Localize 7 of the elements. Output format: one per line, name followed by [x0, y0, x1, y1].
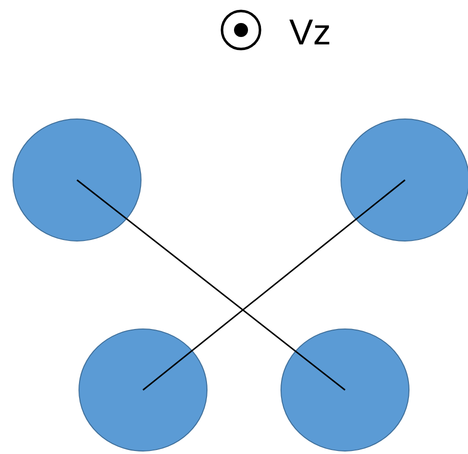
axis-label: Vz	[289, 20, 330, 44]
connector-line	[76, 179, 346, 391]
circle-shape	[12, 118, 142, 242]
circle-shape	[78, 328, 208, 452]
circle-shape	[340, 118, 468, 242]
circle-shape	[280, 328, 410, 452]
connector-line	[142, 179, 406, 391]
